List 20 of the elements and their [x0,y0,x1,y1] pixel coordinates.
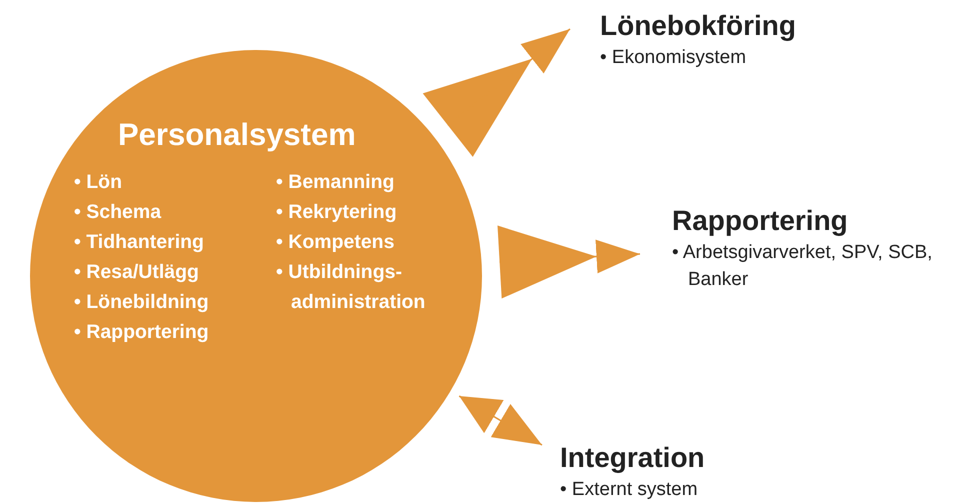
bullet-text: • Externt system [560,478,699,502]
heading: Rapportering [672,204,849,238]
list-item: • Lön [74,170,123,194]
bullet-text: • Ekonomisystem [600,46,748,70]
list-item: • Resa/Utlägg [74,260,200,284]
list-item: • Rekrytering [276,200,398,225]
list-item: • Kompetens [276,230,396,255]
heading: Integration [560,441,706,475]
arrow [447,28,570,126]
arrow [458,395,542,446]
list-item: • Rapportering [74,320,210,344]
list-item: • Schema [74,200,162,224]
bullet-text: • Arbetsgivarverket, SPV, SCB, Banker [672,241,934,292]
list-item: • Lönebildning [74,290,210,314]
list-item: • Utbildnings-administration [276,260,426,315]
list-item: • Bemanning [276,170,396,195]
heading: Lönebokföring [600,9,797,43]
list-item: • Tidhantering [74,230,205,254]
arrow [500,240,640,274]
circle-title: Personalsystem [118,116,356,154]
